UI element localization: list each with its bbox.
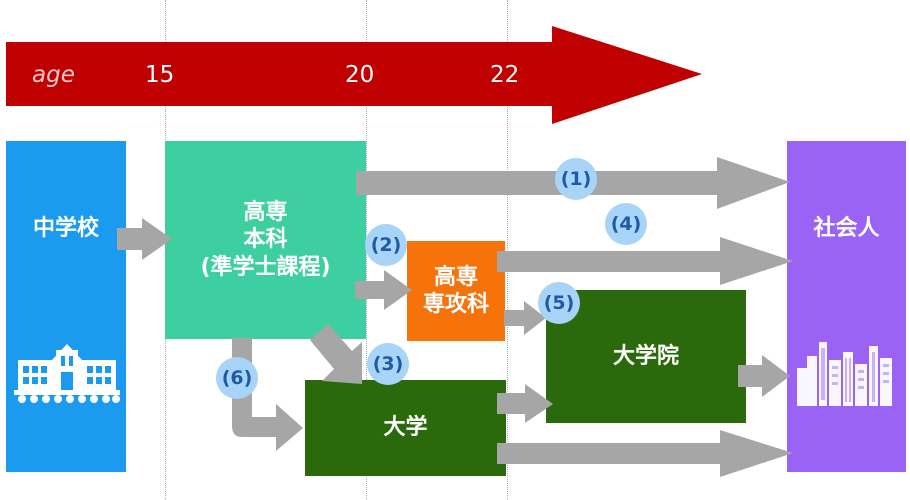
- university-label: 大学: [383, 415, 428, 441]
- age-tick-20: 20: [345, 62, 375, 88]
- timeline-arrow: [6, 26, 702, 124]
- kosen-main-line2: 本科: [243, 227, 288, 253]
- route-badge-1: (1): [555, 158, 597, 200]
- kosen-advanced-line2: 専攻科: [422, 292, 489, 317]
- arrow-university-to-graduate: [497, 384, 553, 423]
- arrow-junior-to-kosen: [117, 218, 172, 260]
- arrow-route-2: [355, 270, 412, 310]
- route-badge-2: (2): [365, 224, 407, 266]
- age-tick-22: 22: [490, 62, 520, 88]
- arrow-university-to-society: [497, 430, 793, 477]
- arrow-route-4: [497, 237, 793, 285]
- junior-high-label: 中学校: [32, 216, 99, 241]
- city-skyline-icon: [797, 342, 892, 406]
- society-label: 社会人: [813, 216, 880, 241]
- kosen-main-line3: (準学士課程): [200, 254, 331, 280]
- kosen-advanced-box: 高専 専攻科: [407, 241, 505, 341]
- university-box: 大学: [305, 380, 506, 476]
- route-badge-6: (6): [216, 357, 258, 399]
- junior-high-box: 中学校: [6, 141, 126, 472]
- route-badge-3: (3): [367, 343, 409, 385]
- route-badge-5: (5): [538, 282, 580, 324]
- school-building-icon: [14, 344, 120, 403]
- arrow-route-3: [310, 324, 362, 384]
- age-axis-label: age: [32, 62, 75, 88]
- kosen-advanced-line1: 高専: [433, 264, 478, 290]
- kosen-main-box: 高専 本科 (準学士課程): [165, 141, 366, 339]
- route-badge-4: (4): [605, 203, 647, 245]
- graduate-school-label: 大学院: [612, 343, 679, 369]
- age-tick-15: 15: [145, 62, 175, 88]
- graduate-school-box: 大学院: [546, 290, 746, 423]
- arrow-graduate-to-society: [738, 355, 790, 397]
- society-box: 社会人: [787, 141, 906, 472]
- kosen-main-line1: 高専: [243, 199, 288, 225]
- age-guide-22: [507, 0, 508, 500]
- arrow-route-5: [504, 301, 546, 335]
